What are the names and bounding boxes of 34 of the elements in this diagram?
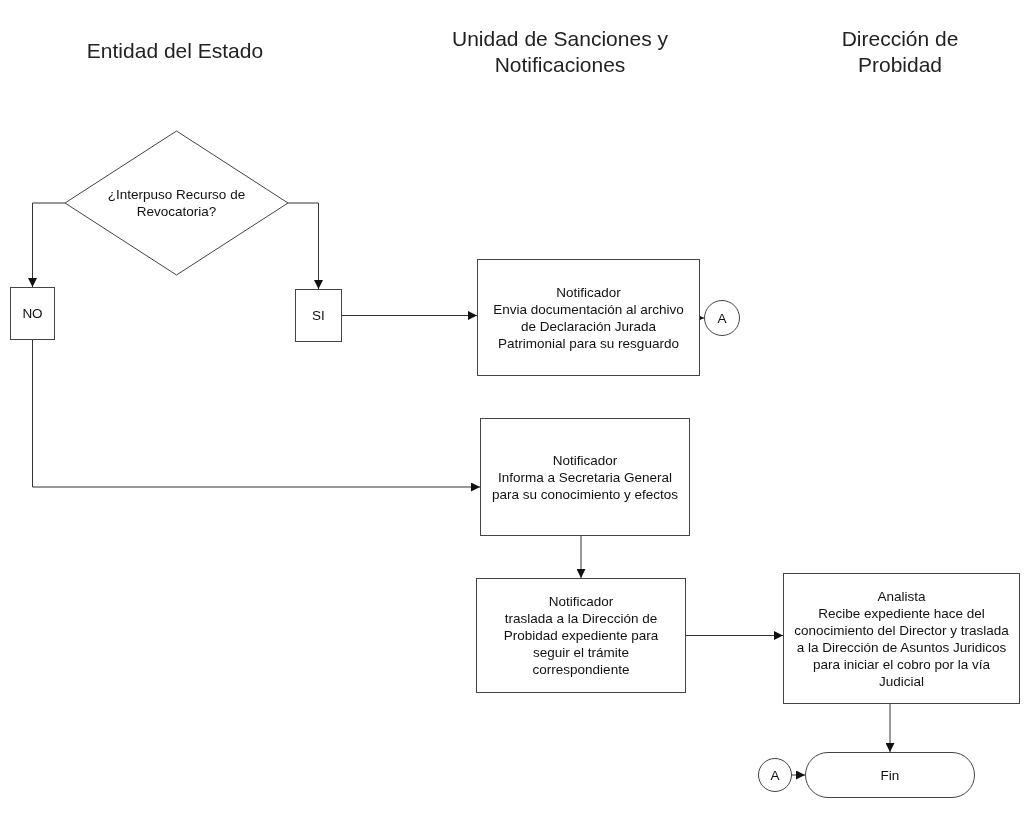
arrow <box>341 311 478 320</box>
step-text: Recibe expediente hace del conocimiento del Director y traslada a la Dirección de Asuntos Juridicos para iniciar el cobro por la vía Judicial <box>793 604 1010 690</box>
process-box <box>10 287 55 340</box>
role-label: NO <box>22 305 43 322</box>
process-box <box>477 259 700 376</box>
connector-circle <box>704 300 740 336</box>
step-text: Informa a Secretaria General para su conocimiento y efectos <box>490 468 680 503</box>
lane-heading: Entidad del Estado <box>85 38 265 64</box>
node-text: A <box>770 766 780 784</box>
role-label: SI <box>312 307 325 324</box>
arrow <box>576 535 586 579</box>
arrow <box>28 202 66 288</box>
arrow <box>791 770 806 780</box>
process-box <box>480 418 690 536</box>
process-box <box>295 289 342 342</box>
arrow <box>885 703 895 753</box>
arrow <box>287 202 323 290</box>
node-text: Fin <box>880 766 900 784</box>
terminal-shape <box>805 752 975 798</box>
process-box <box>476 578 686 693</box>
arrow <box>32 339 481 492</box>
step-text: traslada a la Dirección de Probidad expediente para seguir el trámite correspondiente <box>502 610 660 678</box>
role-label: Notificador <box>548 593 614 610</box>
role-label: Notificador <box>556 283 621 301</box>
arrow <box>685 631 784 640</box>
question-text: ¿Interpuso Recurso de Revocatoria? <box>106 186 247 220</box>
process-box <box>783 573 1020 704</box>
role-label: Notificador <box>552 451 618 469</box>
lane-heading: Dirección de Probidad <box>840 26 960 78</box>
lane-heading: Unidad de Sanciones y Notificaciones <box>451 26 669 78</box>
step-text: Envia documentación al archivo de Declaración Jurada Patrimonial para su resguardo <box>492 300 685 352</box>
connector-circle <box>758 758 792 792</box>
node-text: A <box>717 309 727 327</box>
role-label: Analista <box>877 587 926 605</box>
